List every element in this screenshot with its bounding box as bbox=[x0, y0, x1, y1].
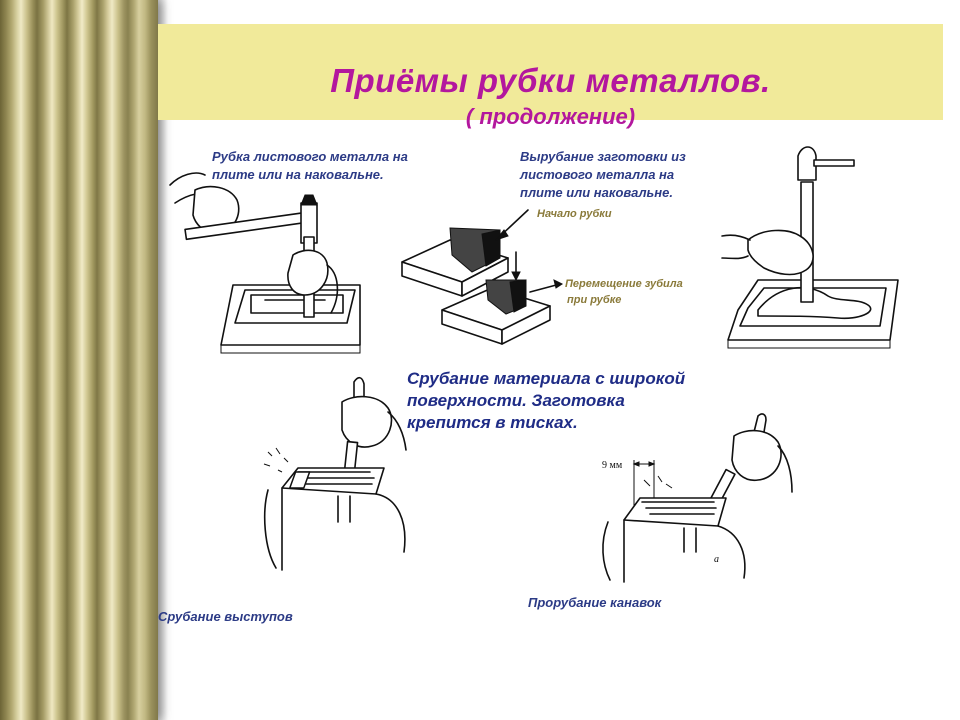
illustration-blank-cutting bbox=[400, 200, 570, 345]
caption-grooves: Прорубание канавок bbox=[528, 594, 661, 612]
decorative-side-panel bbox=[0, 0, 158, 720]
illustration-sheet-metal-plate bbox=[155, 145, 385, 360]
caption-blank-cutting-line1: Вырубание заготовки из bbox=[520, 148, 686, 166]
figure-letter: а bbox=[714, 554, 719, 565]
caption-protrusions: Срубание выступов bbox=[158, 608, 293, 626]
caption-blank-cutting-line2: листового металла на bbox=[520, 166, 686, 184]
illustration-anvil-chisel bbox=[718, 140, 918, 355]
title-band: Приёмы рубки металлов. ( продолжение) bbox=[158, 24, 943, 120]
caption-wide-surface-line2: поверхности. Заготовка bbox=[407, 390, 685, 412]
label-chisel-movement-line1: Перемещение зубила bbox=[565, 276, 683, 292]
label-chisel-movement-line2: при рубке bbox=[565, 292, 683, 308]
label-chisel-movement: Перемещение зубила при рубке bbox=[565, 276, 683, 308]
dimension-label: 9 мм bbox=[602, 460, 623, 471]
slide-title: Приёмы рубки металлов. bbox=[158, 62, 943, 100]
slide-subtitle: ( продолжение) bbox=[158, 104, 943, 130]
caption-wide-surface-line1: Срубание материала с широкой bbox=[407, 368, 685, 390]
illustration-protrusions-vice bbox=[258, 372, 418, 577]
illustration-groove-cutting: 9 мм а bbox=[588, 412, 798, 584]
caption-blank-cutting: Вырубание заготовки из листового металла… bbox=[520, 148, 686, 202]
